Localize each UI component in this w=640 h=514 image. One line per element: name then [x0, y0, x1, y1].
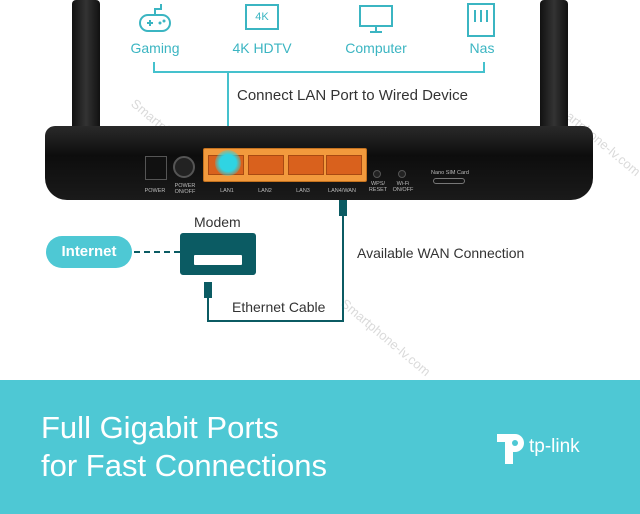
headline-line-1: Full Gigabit Ports [41, 410, 279, 445]
port-label: LAN3 [296, 188, 310, 194]
modem-label: Modem [194, 214, 241, 230]
connector-line [153, 71, 485, 73]
connector-line [227, 72, 229, 162]
ethernet-cable-label: Ethernet Cable [232, 299, 326, 315]
device-label-gaming: Gaming [130, 40, 180, 56]
wan-connection-label: Available WAN Connection [357, 245, 525, 261]
port-label: POWER [144, 188, 166, 194]
ethernet-cable [207, 320, 344, 322]
tv-4k-icon: 4K [245, 4, 279, 30]
dashed-link [134, 251, 180, 253]
4k-badge: 4K [255, 11, 269, 23]
ethernet-cable [342, 214, 344, 322]
wifi-button [398, 170, 406, 178]
device-label-computer: Computer [345, 40, 407, 56]
port-label: POWER ON/OFF [174, 183, 196, 195]
device-label-4k-hdtv: 4K HDTV [232, 40, 292, 56]
port-label: LAN4/WAN [328, 188, 356, 194]
connector-line [153, 62, 155, 72]
power-jack [145, 156, 167, 180]
gamepad-icon [139, 4, 171, 32]
port-label: Wi-Fi ON/OFF [392, 181, 414, 193]
lan3-port [288, 155, 324, 175]
banner [0, 380, 640, 514]
connect-lan-text: Connect LAN Port to Wired Device [237, 87, 468, 104]
cable-plug [204, 282, 212, 298]
internet-label: Internet [61, 243, 117, 260]
nas-icon [467, 3, 495, 37]
tp-link-logo-icon [497, 434, 524, 464]
modem-icon [180, 233, 256, 275]
lan2-port [248, 155, 284, 175]
headline-line-2: for Fast Connections [41, 448, 328, 483]
port-label: LAN1 [220, 188, 234, 194]
wps-button [373, 170, 381, 178]
port-label: WPS/ RESET [368, 181, 388, 193]
watermark: Smartphone-lv.com [338, 295, 434, 380]
monitor-icon [359, 5, 393, 33]
cable-plug [339, 200, 347, 216]
power-switch [173, 156, 195, 178]
connector-line [483, 62, 485, 72]
internet-cloud: Internet [46, 236, 132, 268]
tp-link-logo: tp-link [495, 428, 605, 468]
lan4-wan-port [326, 155, 362, 175]
lan1-highlight [215, 150, 241, 176]
tp-link-wordmark: tp-link [529, 436, 580, 457]
sim-label: Nano SIM Card [431, 170, 469, 176]
device-label-nas: Nas [469, 40, 495, 56]
ethernet-cable [207, 296, 209, 322]
port-label: LAN2 [258, 188, 272, 194]
headline: Full Gigabit Ports for Fast Connections [41, 409, 327, 485]
sim-slot [433, 178, 465, 184]
